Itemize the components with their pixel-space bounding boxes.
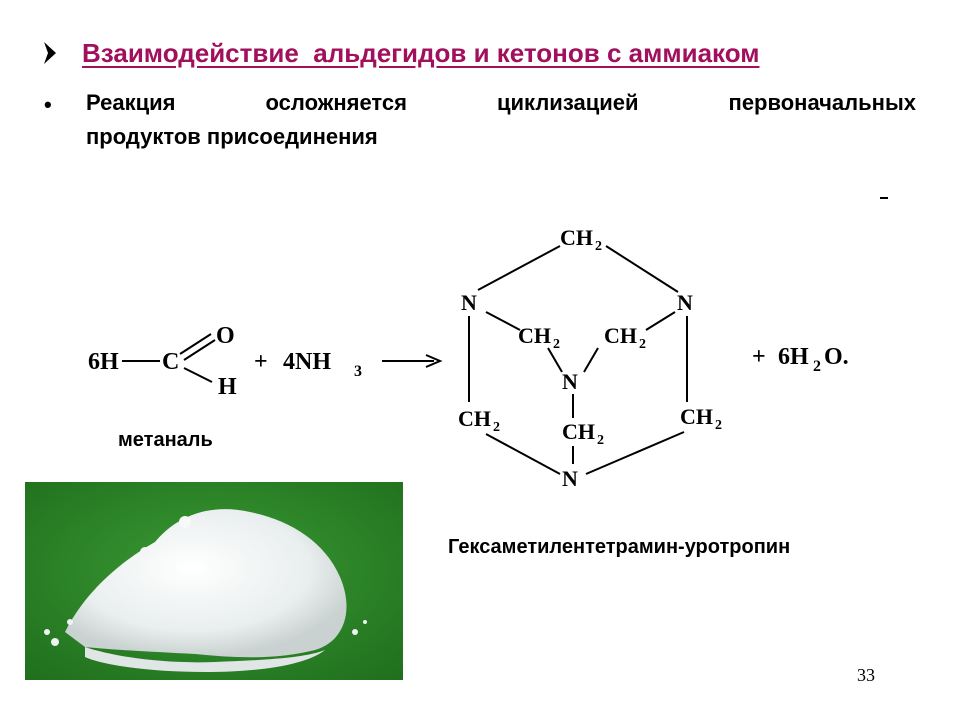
reaction-arrow: [382, 354, 443, 368]
svg-text:N: N: [677, 290, 693, 315]
ammonia-formula: 4NH 3: [283, 349, 362, 380]
hexamine-labels: CH 2 N N CH 2 CH 2 N CH 2 CH 2 CH 2 N: [458, 225, 722, 491]
svg-text:O.: O.: [824, 344, 849, 370]
bullet-word: осложняется: [265, 90, 407, 115]
page-number: 33: [857, 665, 875, 685]
bullet-dot-icon: •: [44, 92, 52, 117]
svg-text:2: 2: [595, 239, 602, 254]
hexamine-structure: [468, 245, 688, 475]
bullet-text-line2: продуктов присоединения: [86, 124, 378, 149]
svg-text:2: 2: [493, 420, 500, 435]
svg-text:C: C: [162, 349, 179, 375]
methanal-formula: 6H C O H: [88, 323, 237, 400]
stray-dash: [880, 197, 888, 199]
bullet-word: циклизацией: [496, 90, 639, 115]
powder-photo: [25, 482, 403, 680]
svg-text:N: N: [461, 290, 477, 315]
svg-text:H: H: [218, 374, 237, 400]
bullet-text-line1: Реакция осложняется циклизацией первонач…: [86, 90, 916, 116]
svg-text:CH: CH: [518, 323, 551, 348]
slide-title: Взаимодействие альдегидов и кетонов с ам…: [82, 38, 760, 68]
svg-text:N: N: [562, 369, 578, 394]
svg-text:N: N: [562, 466, 578, 491]
svg-text:2: 2: [639, 337, 646, 352]
svg-text:2: 2: [597, 433, 604, 448]
svg-text:2: 2: [715, 418, 722, 433]
svg-text:CH: CH: [562, 419, 595, 444]
plus-sign: +: [254, 349, 268, 375]
svg-text:2: 2: [553, 337, 560, 352]
svg-text:CH: CH: [560, 225, 593, 250]
plus-sign: +: [752, 344, 766, 370]
svg-text:CH: CH: [604, 323, 637, 348]
title-row: Взаимодействие альдегидов и кетонов с ам…: [42, 36, 942, 76]
arrowhead-bullet-icon: [44, 42, 56, 64]
svg-text:6H: 6H: [778, 344, 809, 370]
bullet-word: первоначальных: [728, 90, 916, 115]
svg-text:2: 2: [813, 358, 821, 375]
hexamine-label: Гексаметилентетрамин-уротропин: [448, 536, 791, 558]
bullet-word: Реакция: [86, 90, 176, 115]
methanal-label: метаналь: [118, 429, 213, 451]
svg-text:4NH: 4NH: [283, 349, 331, 375]
svg-text:6H: 6H: [88, 349, 119, 375]
svg-text:CH: CH: [680, 404, 713, 429]
svg-text:3: 3: [354, 363, 362, 380]
svg-text:CH: CH: [458, 406, 491, 431]
water-formula: 6H 2 O.: [778, 344, 849, 375]
svg-text:O: O: [216, 323, 235, 349]
